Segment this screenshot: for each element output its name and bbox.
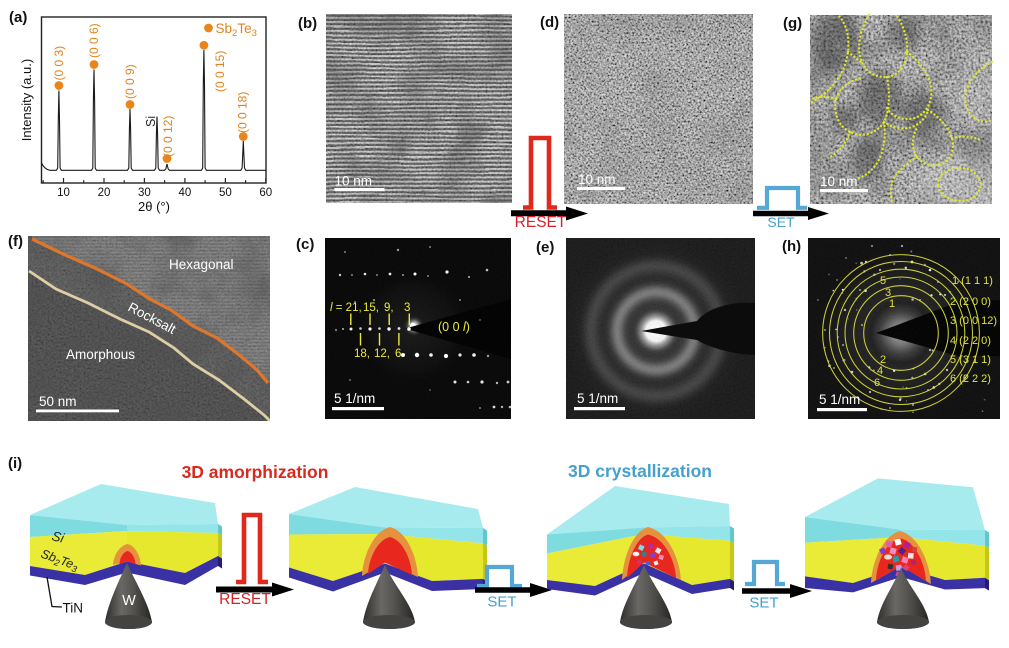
svg-text:(0 0 15): (0 0 15) <box>213 51 227 92</box>
svg-text:(0 0 6): (0 0 6) <box>87 23 101 58</box>
svg-text:(0 0 18): (0 0 18) <box>236 92 250 133</box>
svg-text:(i): (i) <box>8 455 22 472</box>
svg-text:(e): (e) <box>536 239 554 256</box>
svg-text:10 nm: 10 nm <box>820 174 858 189</box>
svg-text:Si: Si <box>50 528 66 546</box>
svg-text:3D amorphization: 3D amorphization <box>182 462 329 482</box>
svg-text:RESET: RESET <box>515 214 567 231</box>
svg-text:SET: SET <box>487 594 516 611</box>
svg-text:(h): (h) <box>782 238 801 255</box>
svg-text:5 1/nm: 5 1/nm <box>819 392 860 407</box>
svg-text:(b): (b) <box>298 15 317 32</box>
svg-text:(0 0 9): (0 0 9) <box>123 64 137 99</box>
svg-text:2θ (°): 2θ (°) <box>138 199 170 214</box>
svg-text:(a): (a) <box>9 9 27 26</box>
svg-text:10: 10 <box>57 187 70 199</box>
svg-text:30: 30 <box>138 187 151 199</box>
svg-text:Intensity (a.u.): Intensity (a.u.) <box>19 59 34 141</box>
svg-text:20: 20 <box>98 187 111 199</box>
svg-text:Si: Si <box>144 116 158 127</box>
svg-text:SET: SET <box>749 595 778 612</box>
svg-text:5 1/nm: 5 1/nm <box>334 391 375 406</box>
svg-text:(0 0 3): (0 0 3) <box>52 46 66 81</box>
svg-text:10 nm: 10 nm <box>578 172 616 187</box>
svg-text:(0 0 12): (0 0 12) <box>161 116 175 157</box>
svg-text:50: 50 <box>219 187 232 199</box>
svg-text:Amorphous: Amorphous <box>66 347 135 362</box>
svg-text:Sb2Te3: Sb2Te3 <box>216 21 257 39</box>
svg-text:3D crystallization: 3D crystallization <box>568 461 712 481</box>
svg-text:(c): (c) <box>296 236 314 253</box>
svg-text:5 1/nm: 5 1/nm <box>577 391 618 406</box>
svg-text:(f): (f) <box>8 233 23 250</box>
svg-text:(g): (g) <box>783 15 802 32</box>
svg-text:TiN: TiN <box>63 601 84 616</box>
svg-text:40: 40 <box>179 187 192 199</box>
svg-text:Hexagonal: Hexagonal <box>169 257 234 272</box>
svg-text:W: W <box>122 593 136 609</box>
svg-text:60: 60 <box>259 187 272 199</box>
svg-text:50 nm: 50 nm <box>39 394 77 409</box>
svg-text:10 nm: 10 nm <box>335 174 373 189</box>
svg-text:SET: SET <box>767 214 795 230</box>
svg-text:RESET: RESET <box>219 591 271 608</box>
svg-text:(d): (d) <box>540 14 559 31</box>
